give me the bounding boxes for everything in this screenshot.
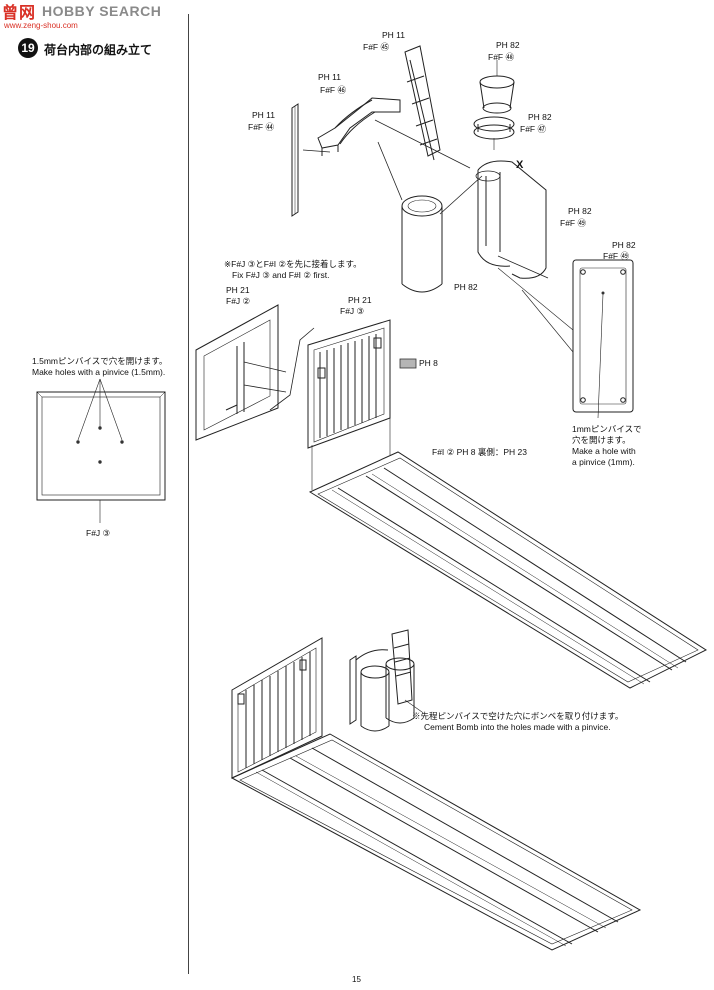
callout-f45-paint: PH 11: [382, 30, 405, 40]
front-panel-part-j3: [307, 319, 391, 449]
note-fix-first-jp: ※F#J ③とF#I ②を先に接着します。: [224, 259, 362, 269]
tank-cap-part-f48: [479, 60, 515, 114]
note-hole1-line2: 穴を開けます。: [572, 435, 631, 445]
callout-f47-part: F#F ㊼: [520, 124, 546, 134]
gas-cylinder-part: [401, 195, 443, 293]
watermark-url: www.zeng-shou.com: [4, 21, 78, 30]
callout-f47-paint: PH 82: [528, 112, 552, 122]
assembled-front-wall: [231, 637, 323, 779]
left-part-label: F#J ③: [86, 528, 111, 538]
step-number-badge: 19: [18, 38, 38, 58]
callout-f48-part: F#F ㊽: [488, 52, 514, 62]
watermark-en: HOBBY SEARCH: [42, 3, 162, 19]
callout-j3-part: F#J ③: [340, 306, 365, 316]
callout-f46-paint: PH 11: [318, 72, 341, 82]
callout-j2-paint: PH 21: [226, 285, 250, 295]
paint-swatch: [399, 358, 417, 369]
callout-f45-part: F#F ㊺: [363, 42, 389, 52]
side-panel-part-j2: [195, 304, 287, 441]
callout-plate-paint: PH 82: [612, 240, 636, 250]
page-number: 15: [352, 975, 361, 984]
note-bomb-en: Cement Bomb into the holes made with a p…: [424, 722, 611, 732]
note-bomb-jp: ※先程ピンバイスで空けた穴にボンベを取り付けます。: [412, 711, 624, 721]
left-note-en: Make holes with a pinvice (1.5mm).: [32, 367, 166, 377]
note-fix-first-en: Fix F#J ③ and F#I ② first.: [232, 270, 330, 280]
callout-f49-paint: PH 82: [568, 206, 592, 216]
callout-j3-paint: PH 21: [348, 295, 372, 305]
note-hole1-line4: a pinvice (1mm).: [572, 457, 635, 467]
callout-f49-part: F#F ㊾: [560, 218, 586, 228]
step-title: 荷台内部の組み立て: [44, 43, 153, 57]
ladder-part-f45: [404, 45, 441, 161]
cut-mark: X: [516, 159, 524, 171]
bracket-part-f46: [317, 97, 401, 156]
callout-j2-part: F#J ②: [226, 296, 251, 306]
callout-f44-paint: PH 11: [252, 110, 275, 120]
left-panel-part-j3: [36, 378, 166, 523]
panel-divider: [188, 14, 189, 974]
callout-plate-part: F#F ㊾: [603, 251, 629, 261]
floor-part-i2: [308, 451, 708, 689]
valve-part-f47: [473, 116, 515, 150]
callout-swatch-paint: PH 8: [419, 358, 438, 368]
tank-shell-part-f49: [475, 160, 549, 279]
assembled-tanks: [349, 629, 415, 732]
callout-f46-part: F#F ㊻: [320, 85, 346, 95]
post-part-f44: [291, 103, 299, 217]
callout-cylinder-paint: PH 82: [454, 282, 478, 292]
left-note-jp: 1.5mmピンバイスで穴を開けます。: [32, 356, 168, 366]
callout-floor: F#I ② PH 8 裏側：PH 23: [432, 447, 528, 457]
callout-f48-paint: PH 82: [496, 40, 520, 50]
note-hole1-line1: 1mmピンバイスで: [572, 424, 642, 434]
detail-plate-f49: [497, 259, 634, 419]
assembled-floor: [230, 733, 642, 951]
watermark-cn: 曾网: [2, 3, 37, 22]
callout-f44-part: F#F ㊹: [248, 122, 274, 132]
note-hole1-line3: Make a hole with: [572, 446, 636, 456]
site-watermark: 曾网 HOBBY SEARCH: [2, 0, 161, 22]
